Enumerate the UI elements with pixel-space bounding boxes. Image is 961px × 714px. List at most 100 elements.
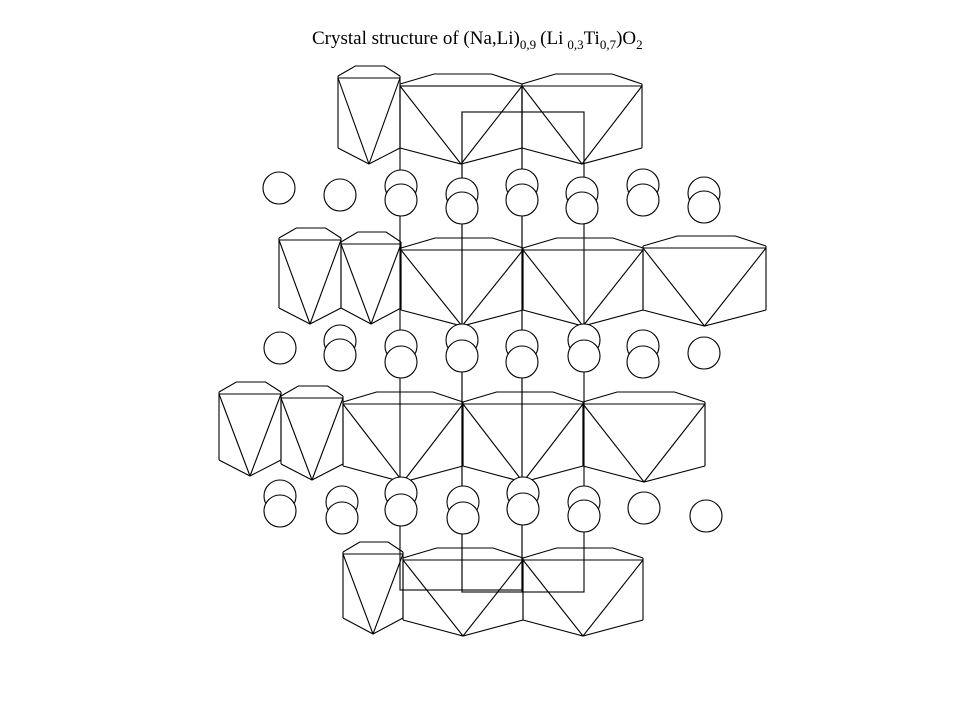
octahedron-diagonal (402, 559, 464, 637)
atom (567, 339, 601, 373)
octahedron-top-edge (582, 391, 706, 403)
octahedron-bottom-edge (280, 463, 344, 481)
octahedron-top-edge (402, 547, 524, 559)
octahedron-diagonal (368, 77, 401, 165)
octahedron-bottom-edge (218, 459, 282, 477)
atom (384, 493, 418, 527)
octahedron-top-edge (522, 237, 644, 249)
atom (446, 501, 480, 535)
unit-cell-outline (399, 85, 585, 593)
octahedron-bottom-edge (342, 617, 404, 635)
octahedron-diagonal (278, 239, 311, 325)
octahedron-diagonal (460, 85, 523, 165)
atom (263, 494, 297, 528)
octahedron-diagonal (643, 403, 706, 483)
atom (687, 336, 721, 370)
atom (262, 171, 296, 205)
octahedron-top-edge (400, 237, 524, 249)
atom (626, 183, 660, 217)
octahedron-diagonal (280, 397, 313, 481)
octahedron-diagonal (340, 243, 372, 325)
octahedron-top-edge (521, 73, 643, 85)
oct-layer-3 (218, 381, 706, 483)
octahedron-diagonal (400, 249, 463, 327)
octahedron-diagonal (521, 85, 583, 165)
atom (687, 190, 721, 224)
oct-layer-4 (342, 541, 644, 637)
octahedron-bottom-edge (642, 309, 767, 327)
title-sub-li: 0,3 (567, 37, 584, 52)
title-sub-na-li: 0,9 (519, 37, 537, 52)
atom (689, 499, 723, 533)
octahedron-diagonal (337, 77, 370, 165)
octahedron-top-edge (278, 227, 342, 239)
octahedron-top-edge (337, 65, 401, 77)
octahedron-top-edge (342, 541, 404, 553)
title-sub-o: 2 (636, 37, 643, 52)
octahedron-diagonal (704, 247, 767, 327)
octahedron-bottom-edge (278, 307, 342, 325)
atom-row-2 (263, 323, 721, 379)
octahedron-diagonal (311, 397, 344, 481)
oct-layer-1 (337, 65, 643, 165)
atom (627, 491, 661, 525)
atom (506, 492, 540, 526)
octahedron-diagonal (461, 249, 524, 327)
atom (325, 501, 359, 535)
octahedron-bottom-edge (399, 147, 523, 165)
octahedron-diagonal (522, 403, 584, 483)
octahedron-bottom-edge (522, 619, 644, 637)
atom (565, 191, 599, 225)
octahedron-diagonal (581, 85, 643, 165)
atom (323, 178, 357, 212)
title-text-li: (Li (540, 28, 564, 49)
octahedron-diagonal (642, 247, 705, 327)
atom (263, 331, 297, 365)
octahedron-diagonal (522, 559, 584, 637)
atom (445, 191, 479, 225)
octahedron-diagonal (399, 85, 462, 165)
octahedron-top-edge (462, 391, 584, 403)
octahedron-top-edge (340, 231, 402, 243)
octahedron-top-edge (218, 381, 282, 393)
atom (384, 183, 418, 217)
octahedron-bottom-edge (340, 307, 402, 325)
title-text-main: Crystal structure of (Na,Li) (312, 28, 520, 49)
title-text-ti: Ti (583, 28, 600, 49)
atom (323, 338, 357, 372)
octahedron-top-edge (642, 235, 767, 247)
octahedron-diagonal (402, 403, 464, 483)
octahedral-layers (218, 65, 767, 637)
title-text-o: )O (616, 28, 637, 49)
title-sub-ti: 0,7 (599, 37, 617, 52)
octahedron-diagonal (372, 553, 404, 635)
atom (626, 345, 660, 379)
octahedron-top-edge (280, 385, 344, 397)
atom (384, 345, 418, 379)
octahedron-bottom-edge (521, 147, 643, 165)
octahedron-diagonal (342, 403, 404, 483)
octahedron-diagonal (582, 249, 644, 327)
atom (505, 183, 539, 217)
octahedron-diagonal (370, 243, 402, 325)
atom-row-1 (262, 168, 721, 225)
octahedron-bottom-edge (402, 619, 524, 637)
octahedron-bottom-edge (337, 147, 401, 165)
atom (505, 345, 539, 379)
octahedron-diagonal (342, 553, 374, 635)
octahedron-diagonal (462, 559, 524, 637)
octahedron-top-edge (522, 547, 644, 559)
octahedron-top-edge (399, 73, 523, 85)
octahedron-top-edge (342, 391, 464, 403)
octahedron-diagonal (582, 403, 645, 483)
octahedron-bottom-edge (582, 465, 706, 483)
octahedron-diagonal (462, 403, 524, 483)
alkali-atoms (262, 168, 723, 535)
octahedron-diagonal (522, 249, 584, 327)
atom (445, 339, 479, 373)
octahedron-diagonal (218, 393, 251, 477)
atom-row-3 (263, 476, 723, 535)
oct-layer-2 (278, 227, 767, 327)
